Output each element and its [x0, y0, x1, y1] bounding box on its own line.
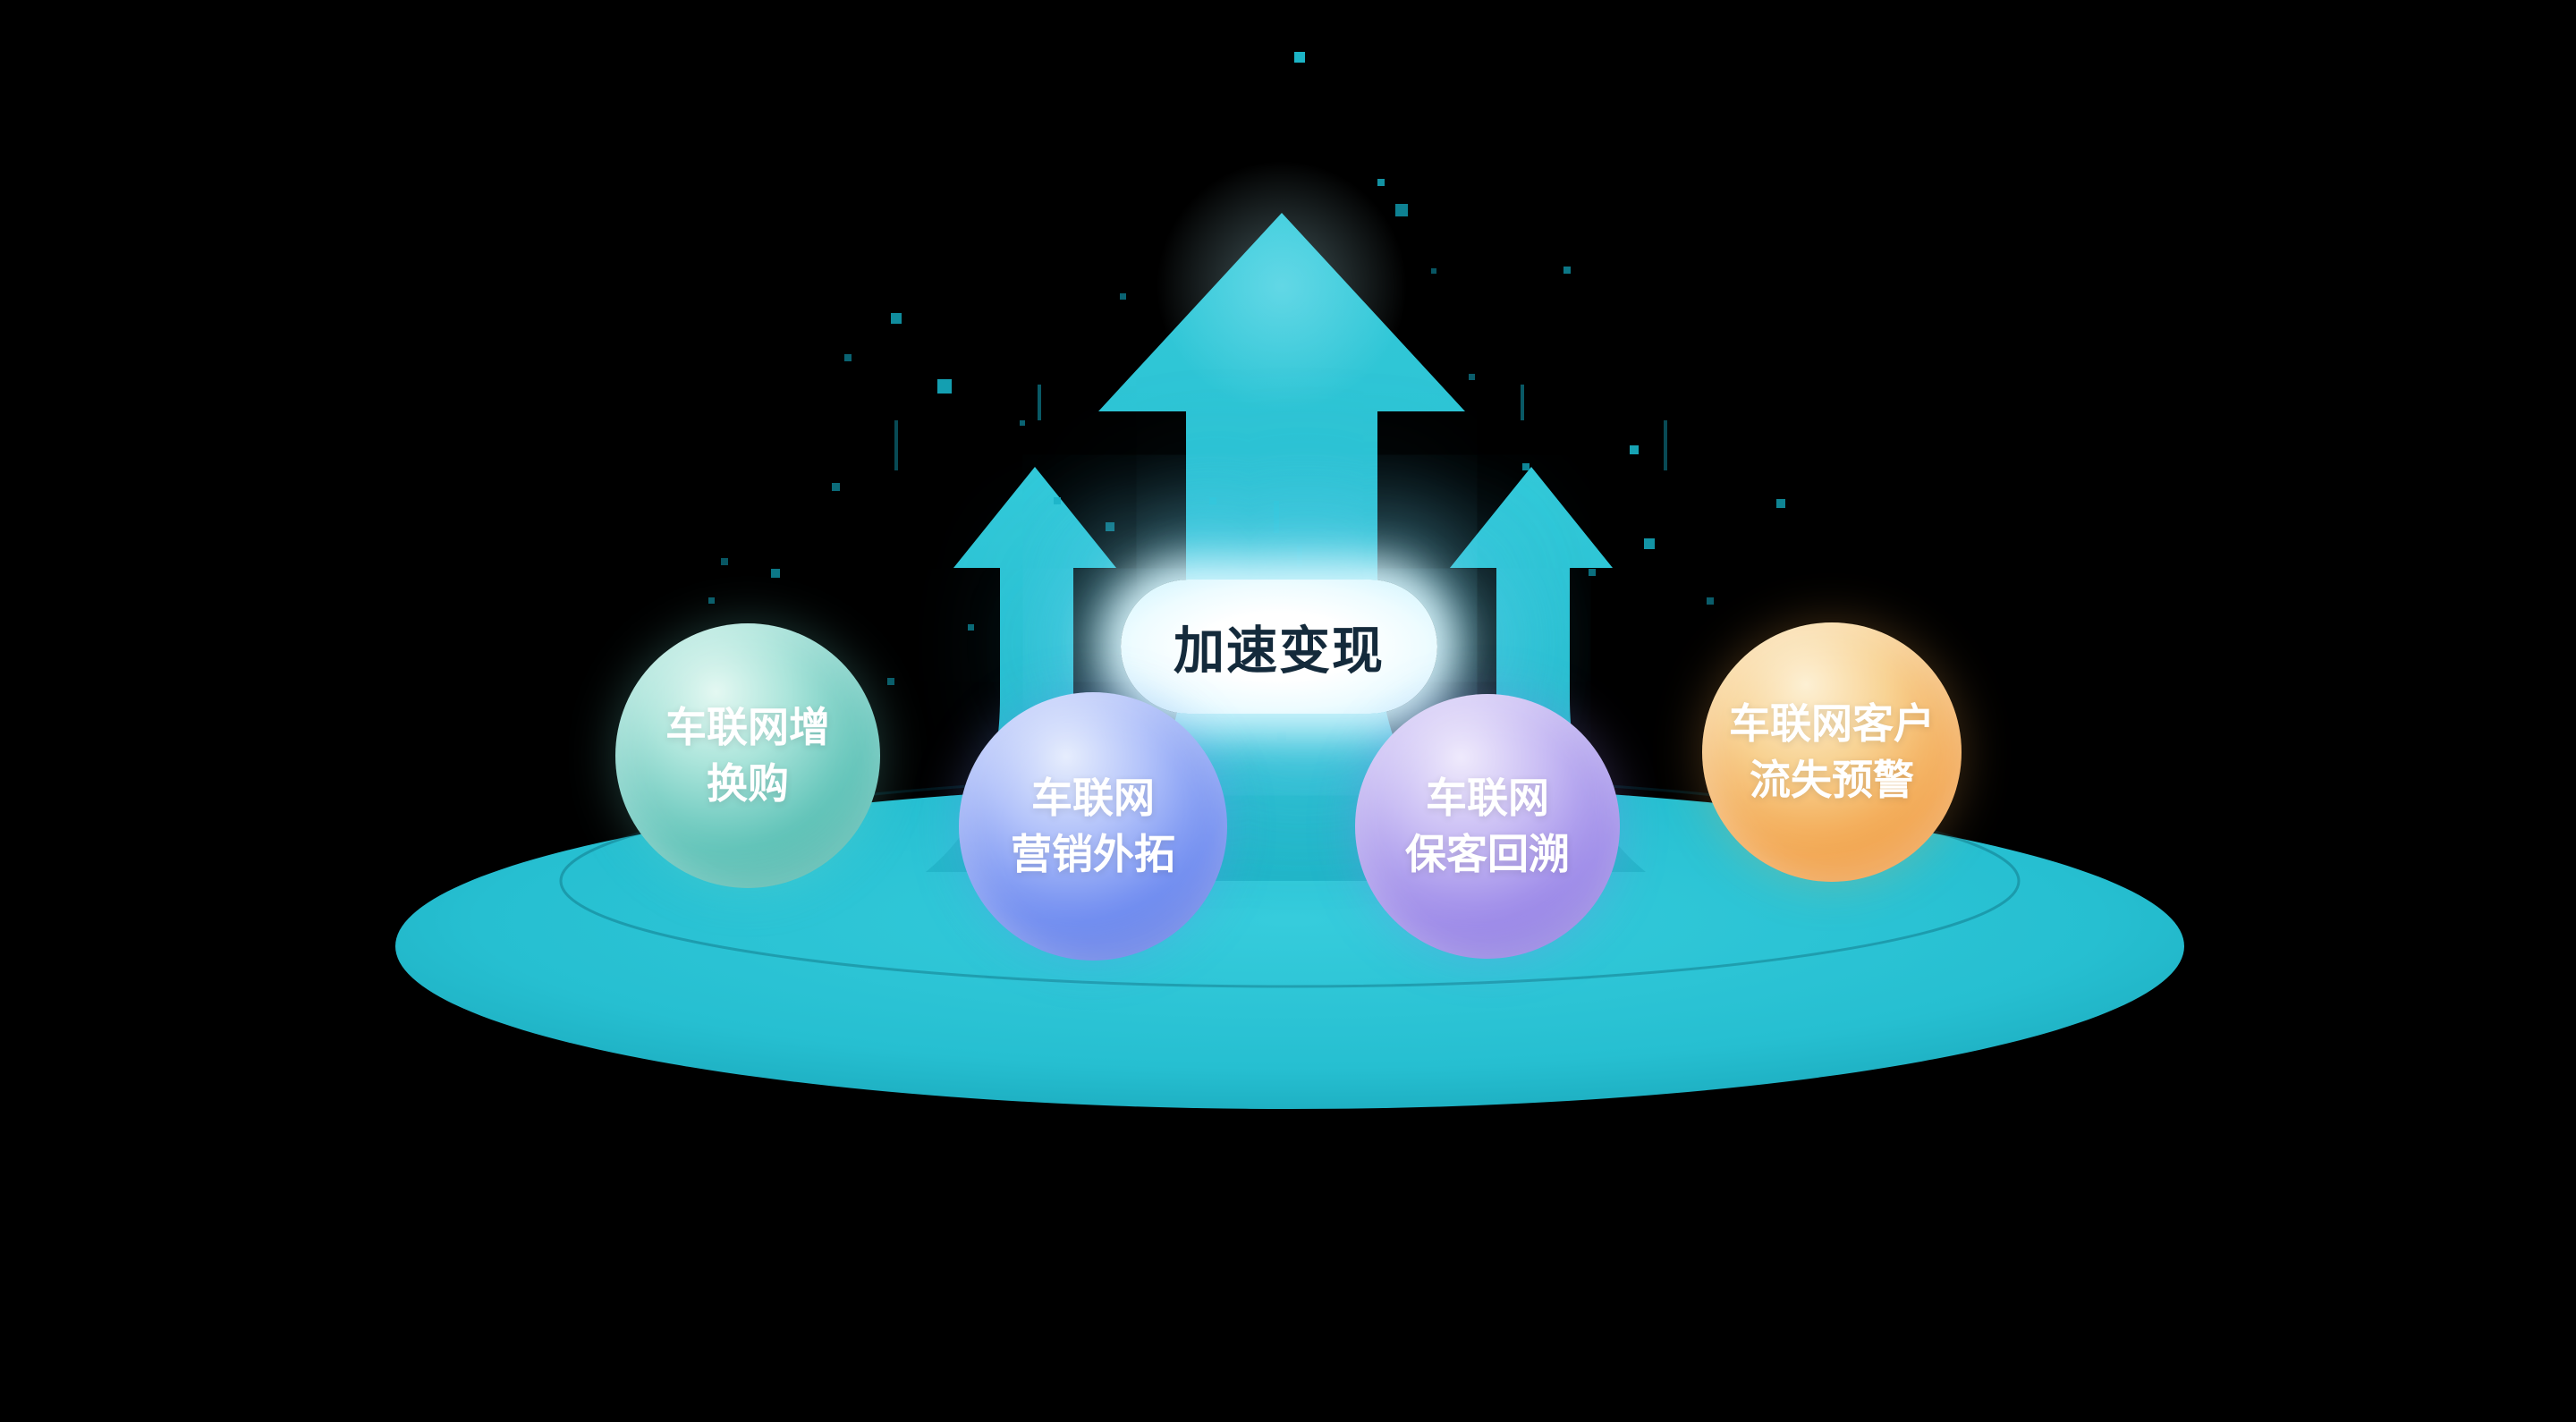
bubble-iov-customer-retention: 车联网 保客回溯 [1355, 694, 1620, 959]
particle-dot [832, 483, 840, 491]
bubble-iov-churn-warning: 车联网客户 流失预警 [1702, 622, 1962, 882]
particle-dot [721, 558, 728, 565]
arrow-apex-glow [1157, 161, 1407, 411]
particle-dot [1277, 732, 1286, 741]
center-arrow [1043, 213, 1521, 881]
bubble-iov-customer-retention-label: 车联网 保客回溯 [1405, 770, 1570, 884]
right-arrow [1422, 467, 1646, 872]
bubble-iov-marketing-expansion-label: 车联网 营销外拓 [1011, 770, 1175, 884]
bubble-label-line: 车联网 [1031, 773, 1155, 822]
particle-dot [708, 597, 715, 604]
particle-dot [1106, 522, 1114, 531]
particle-dot [937, 379, 952, 394]
bubble-label-line: 保客回溯 [1405, 830, 1570, 878]
bubble-label-line: 营销外拓 [1011, 830, 1175, 878]
monetization-label-text: 加速变现 [1174, 622, 1385, 681]
particle-dot [771, 569, 780, 578]
left-arrow [926, 467, 1149, 872]
particle-dot [1630, 445, 1639, 454]
particle-dot [1469, 374, 1475, 380]
particle-dash [1521, 385, 1524, 420]
particle-dash [894, 420, 898, 470]
particle-dot [968, 624, 974, 631]
bubble-iov-trade-in-label: 车联网增 换购 [665, 699, 830, 813]
particle-dot [1054, 497, 1061, 504]
platform-ellipse [395, 783, 2184, 1109]
bubble-label-line: 车联网 [1426, 773, 1549, 822]
particle-dot [891, 313, 902, 324]
particle-dot [1644, 538, 1655, 549]
bubble-iov-trade-in: 车联网增 换购 [615, 623, 880, 888]
particle-dot [1377, 179, 1385, 186]
particle-dot [844, 354, 852, 361]
particle-dot [1020, 420, 1025, 426]
bubble-iov-churn-warning-label: 车联网客户 流失预警 [1729, 696, 1935, 809]
bubble-label-line: 车联网客户 [1729, 698, 1935, 748]
particle-dash [1038, 385, 1041, 420]
particle-dot [1776, 499, 1785, 508]
particle-dot [1395, 204, 1408, 216]
particle-dot [1294, 52, 1305, 63]
particle-dash [1274, 501, 1279, 533]
monetization-label: 加速变现 [1121, 580, 1437, 714]
bubble-label-line: 车联网增 [665, 702, 830, 751]
particle-dot [1589, 569, 1596, 576]
particle-dot [1563, 267, 1571, 274]
particle-dash [1297, 546, 1302, 567]
particle-dot [1120, 293, 1126, 300]
particle-dot [887, 678, 894, 685]
bubble-label-line: 流失预警 [1750, 756, 1914, 804]
particle-dot [1431, 268, 1436, 274]
bubble-iov-marketing-expansion: 车联网 营销外拓 [959, 692, 1227, 961]
bubble-label-line: 换购 [707, 759, 789, 808]
particle-dash [1664, 420, 1667, 470]
particle-dot [1209, 497, 1216, 504]
particle-dot [1707, 597, 1714, 605]
particle-dot [1522, 463, 1530, 470]
